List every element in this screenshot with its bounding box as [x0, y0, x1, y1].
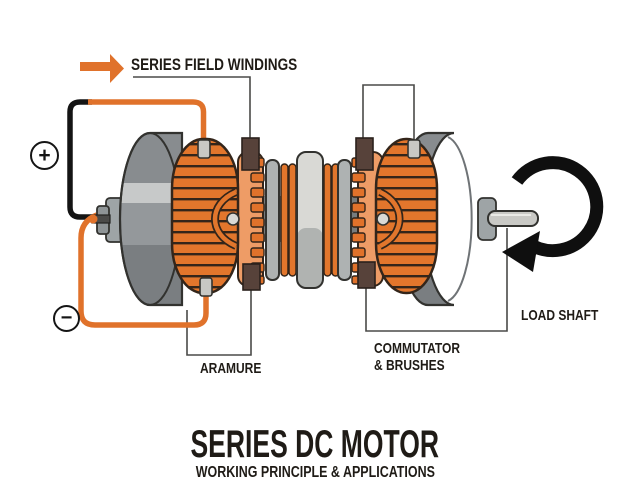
lamination-disc — [337, 159, 352, 281]
armature-winding-ring — [288, 163, 297, 277]
brush-top-left — [241, 137, 260, 171]
wire-field-top — [88, 99, 207, 152]
armature-winding-ring — [323, 163, 332, 277]
callout-series-field-windings — [133, 76, 251, 141]
callout-commutator-loadshaft — [365, 228, 508, 332]
load-shaft-label: LOAD SHAFT — [521, 307, 618, 325]
brush-bottom-right — [357, 261, 376, 289]
coil-lead — [212, 189, 237, 249]
minus-icon: − — [60, 307, 73, 329]
subtitle-block: WORKING PRINCIPLE & APPLICATIONS — [0, 464, 630, 482]
negative-terminal-badge: − — [53, 305, 80, 332]
center-cylinder-outline — [296, 151, 324, 289]
page-title: SERIES DC MOTOR — [190, 423, 440, 466]
plus-icon: + — [38, 143, 51, 167]
wire-tip — [88, 214, 98, 224]
field-winding-left — [170, 137, 240, 297]
load-shaft-text: LOAD SHAFT — [521, 307, 599, 324]
callout-lines — [133, 76, 508, 356]
left-end-cap — [88, 131, 184, 307]
series-field-windings-text: SERIES FIELD WINDINGS — [131, 55, 298, 74]
brush-top-right — [355, 137, 374, 171]
load-shaft-rod — [487, 210, 539, 227]
terminal-tab-top — [197, 139, 211, 159]
armature-winding-ring — [280, 163, 289, 277]
legend-arrow-icon — [80, 54, 124, 83]
callout-top-bracket — [362, 84, 415, 153]
brushes-text: & BRUSHES — [374, 356, 445, 374]
commutator-brushes-label: COMMUTATOR & BRUSHES — [374, 340, 481, 375]
shaft-knob — [226, 212, 240, 226]
title-block: SERIES DC MOTOR — [0, 425, 630, 464]
page-subtitle: WORKING PRINCIPLE & APPLICATIONS — [195, 464, 435, 481]
center-cylinder-shade — [297, 228, 323, 288]
brush-bottom-left — [242, 263, 261, 291]
commutator-left — [237, 137, 265, 291]
armature-text: ARAMURE — [200, 360, 262, 377]
terminal-tab-bottom — [199, 277, 213, 297]
series-field-windings-label: SERIES FIELD WINDINGS — [131, 55, 339, 74]
terminal-tab-top — [407, 139, 421, 159]
wire-positive — [67, 99, 115, 220]
callout-armature — [186, 287, 252, 356]
coil-lead — [378, 189, 402, 249]
armature-core — [260, 151, 360, 289]
field-winding-right — [374, 137, 439, 295]
right-cap-face-line — [447, 136, 473, 302]
lamination-disc — [265, 159, 280, 281]
positive-terminal-badge: + — [30, 141, 59, 170]
armature-label: ARAMURE — [200, 360, 277, 378]
commutator-text: COMMUTATOR — [374, 340, 460, 357]
coil — [374, 137, 439, 295]
wire-negative — [78, 212, 209, 328]
rotation-arrow-icon — [502, 156, 604, 272]
shaft-knob — [376, 212, 390, 226]
